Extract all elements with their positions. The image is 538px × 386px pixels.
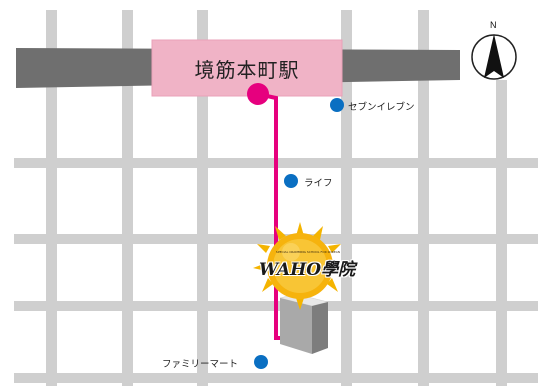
- building-icon: [279, 293, 329, 354]
- poi-life-label: ライフ: [304, 178, 333, 189]
- compass-icon: [471, 34, 517, 80]
- station-name: 境筋本町駅: [194, 57, 300, 82]
- poi-seven-eleven-label: セブンイレブン: [348, 102, 415, 113]
- road-v3: [197, 10, 208, 386]
- poi-seven-eleven-marker: [330, 98, 344, 112]
- poi-family-mart-label: ファミリーマート: [162, 359, 239, 370]
- logo-text: WAHO學院: [259, 259, 356, 280]
- station-box: [151, 39, 343, 97]
- road-h4: [14, 373, 538, 383]
- road-v6: [496, 80, 507, 386]
- road-v5: [418, 10, 429, 386]
- road-v4: [341, 10, 352, 386]
- road-v1: [46, 10, 57, 386]
- road-v2: [122, 10, 133, 386]
- compass-north-label: N: [490, 20, 497, 30]
- logo-subtext: SPECIAL CRAMMING SCHOOL FOR KOREAN: [275, 250, 341, 254]
- sun-logo-icon: [253, 222, 346, 310]
- poi-family-mart-marker: [254, 355, 268, 369]
- station-exit-marker: [247, 83, 269, 105]
- poi-life-marker: [284, 174, 298, 188]
